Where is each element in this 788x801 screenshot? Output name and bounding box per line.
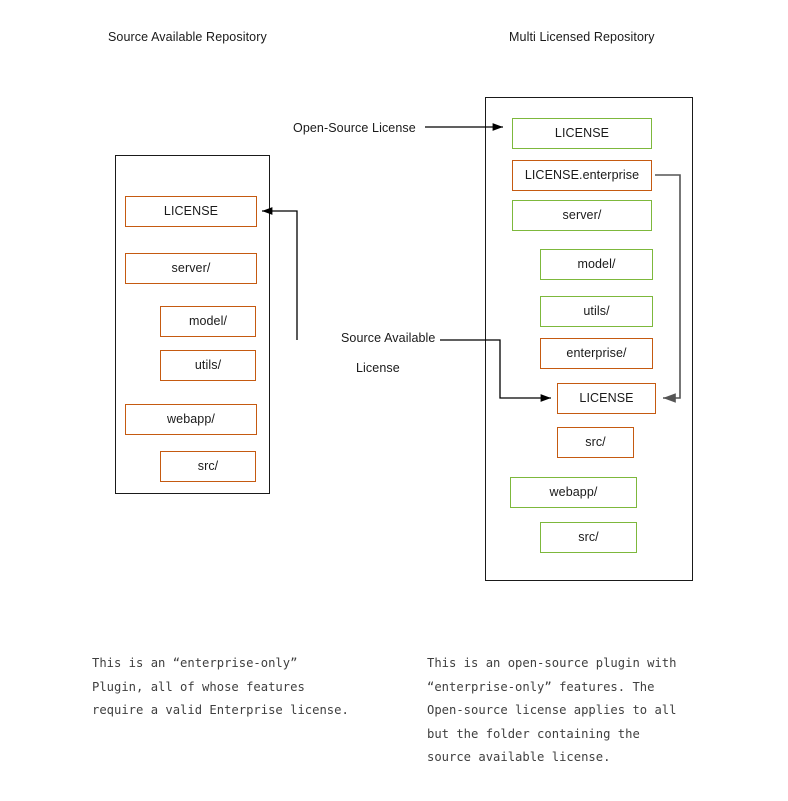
right-item-license[interactable]: LICENSE — [512, 118, 652, 149]
left-caption: This is an “enterprise-only” Plugin, all… — [92, 656, 349, 717]
left-item-license[interactable]: LICENSE — [125, 196, 257, 227]
label-source-available-line1: Source Available — [341, 331, 436, 345]
right-item-server[interactable]: server/ — [512, 200, 652, 231]
right-item-enterprise[interactable]: enterprise/ — [540, 338, 653, 369]
right-repo-title: Multi Licensed Repository — [509, 30, 655, 44]
right-item-webapp-src[interactable]: src/ — [540, 522, 637, 553]
right-item-license-enterprise[interactable]: LICENSE.enterprise — [512, 160, 652, 191]
right-item-enterprise-src[interactable]: src/ — [557, 427, 634, 458]
left-item-utils[interactable]: utils/ — [160, 350, 256, 381]
right-caption: This is an open-source plugin with “ente… — [427, 656, 677, 764]
left-item-model[interactable]: model/ — [160, 306, 256, 337]
right-item-webapp[interactable]: webapp/ — [510, 477, 637, 508]
left-item-webapp[interactable]: webapp/ — [125, 404, 257, 435]
left-item-server[interactable]: server/ — [125, 253, 257, 284]
label-open-source-license: Open-Source License — [293, 121, 416, 135]
right-item-model[interactable]: model/ — [540, 249, 653, 280]
left-repo-title: Source Available Repository — [108, 30, 267, 44]
right-repo-box — [485, 97, 693, 581]
right-item-enterprise-license[interactable]: LICENSE — [557, 383, 656, 414]
left-item-src[interactable]: src/ — [160, 451, 256, 482]
right-item-utils[interactable]: utils/ — [540, 296, 653, 327]
label-source-available-line2: License — [356, 361, 400, 375]
